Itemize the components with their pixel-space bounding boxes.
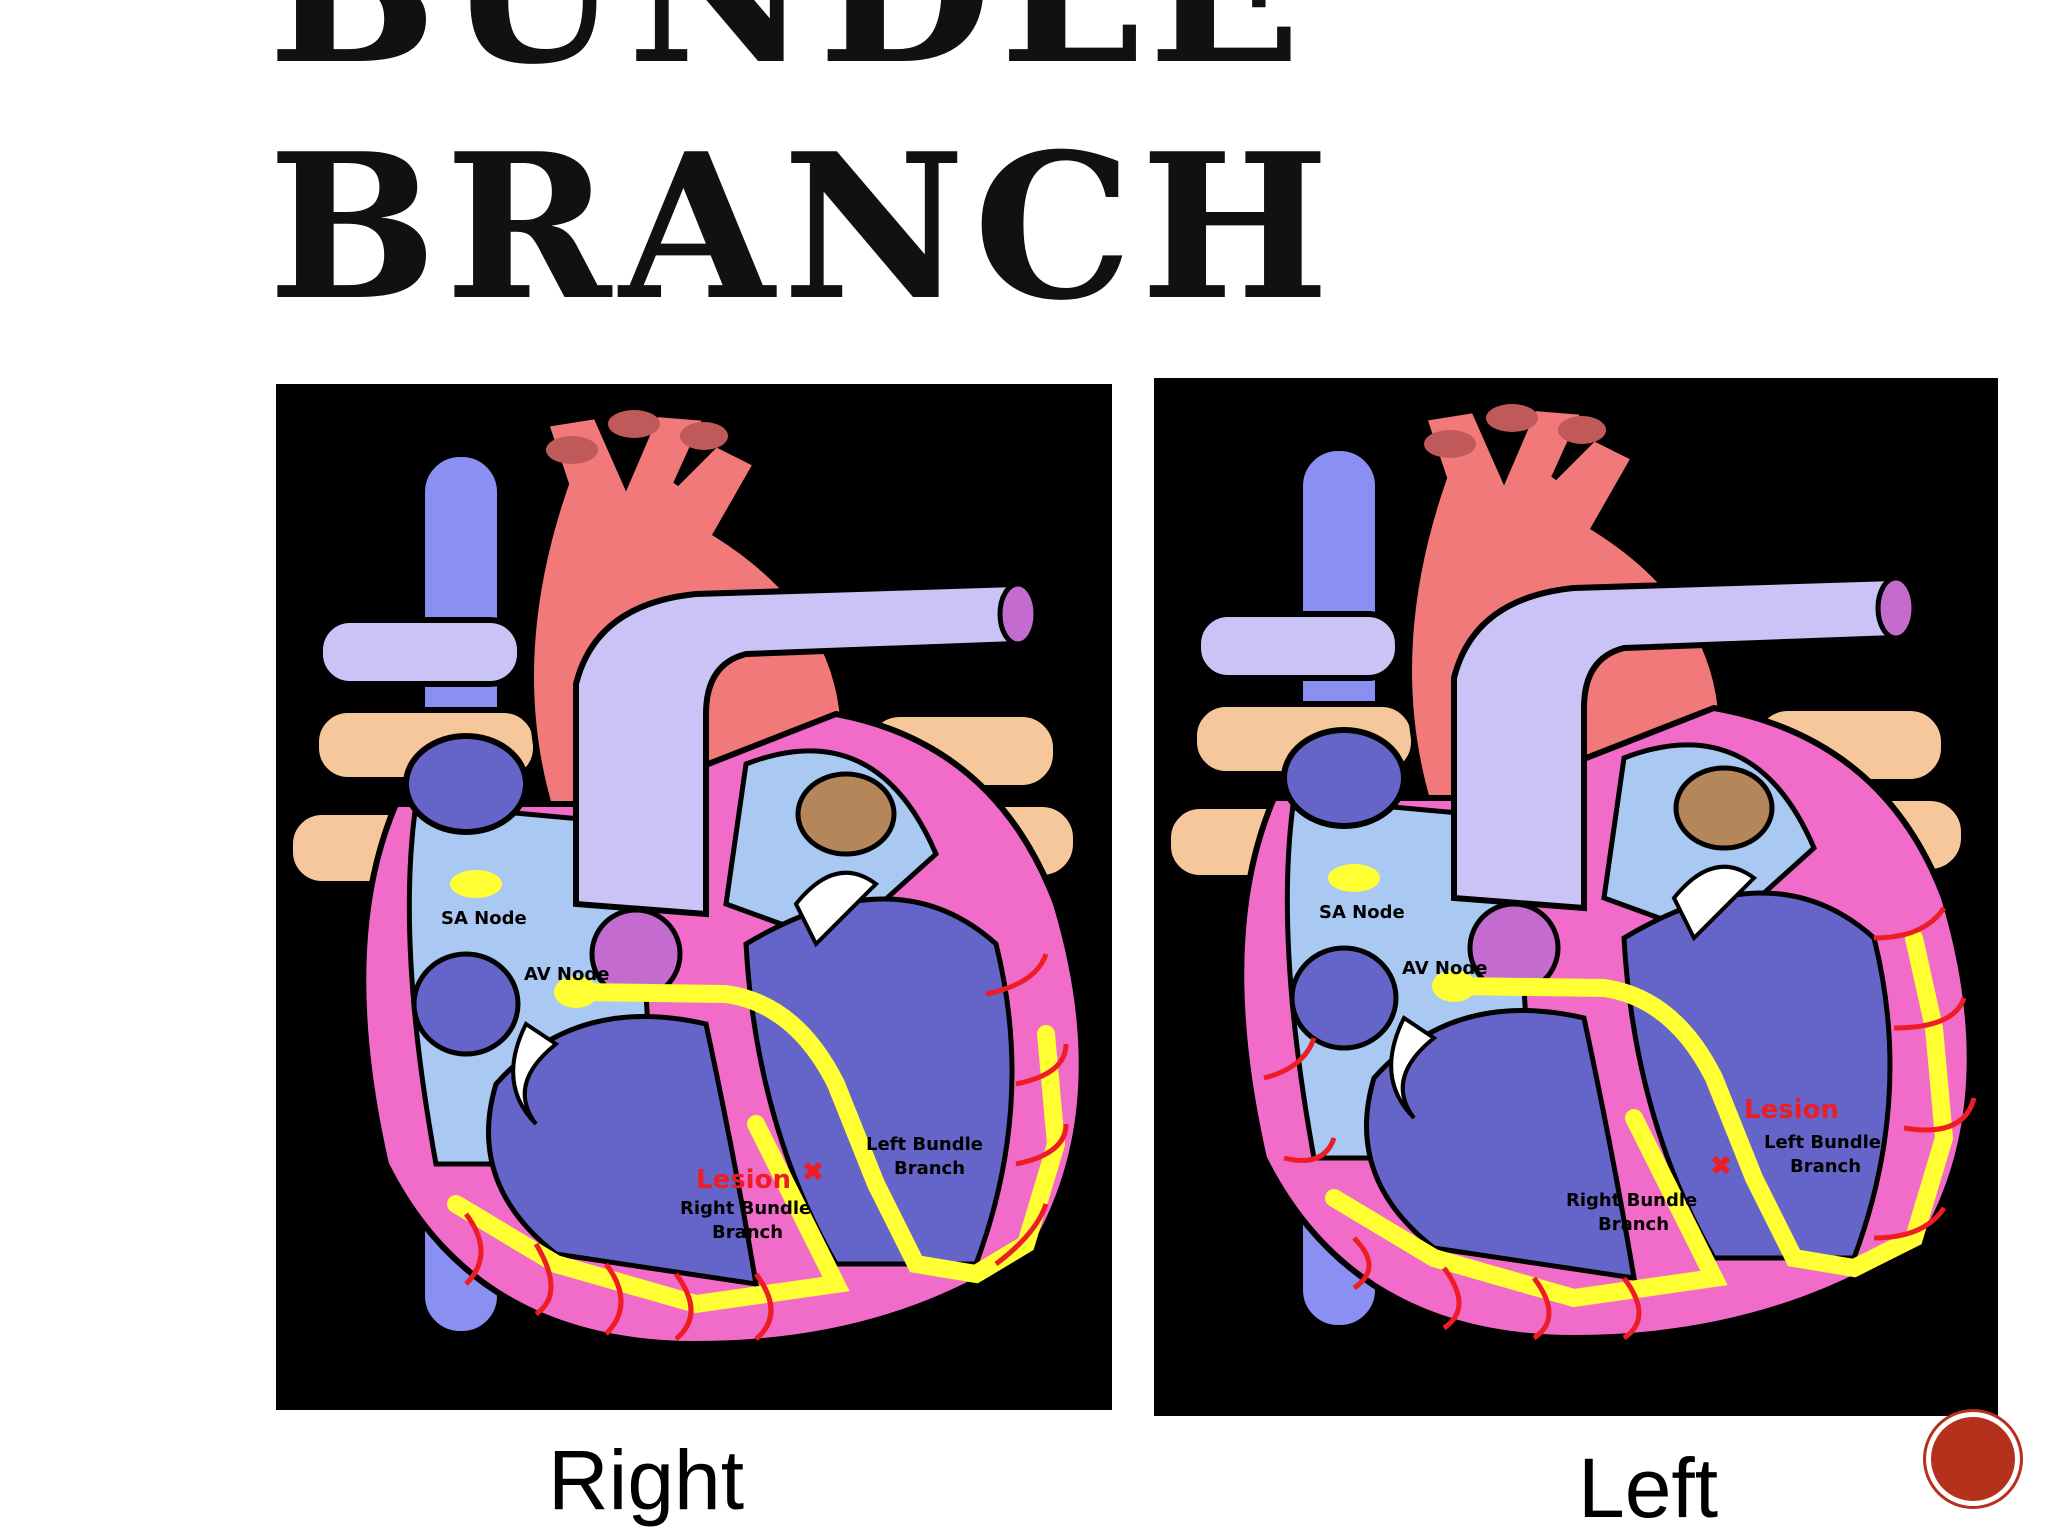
next-slide-button[interactable] xyxy=(1926,1412,2020,1506)
pulmonary-trunk-end xyxy=(1875,575,1917,641)
pulmonary-vein-opening xyxy=(1673,765,1775,851)
pulmonary-trunk xyxy=(573,580,1019,918)
av-node-label: AV Node xyxy=(524,964,609,985)
sa-node-label: SA Node xyxy=(1319,902,1405,923)
ivc-opening xyxy=(1289,945,1399,1051)
purkinje-fibers xyxy=(1263,906,1977,1341)
slide-title-line-2: BRANCH xyxy=(268,110,1338,345)
av-node-label: AV Node xyxy=(1402,958,1487,979)
tricuspid-valve xyxy=(1389,1015,1438,1120)
aorta-branch-2 xyxy=(608,410,660,438)
right-bundle-label-line-1: Right Bundle xyxy=(1566,1190,1697,1211)
sa-node-marker xyxy=(450,870,502,898)
pulmonary-vein-opening xyxy=(795,771,897,857)
sa-node-marker xyxy=(1328,864,1380,892)
right-bundle-path xyxy=(1325,1109,1728,1308)
pulmonary-artery-left xyxy=(317,617,523,687)
right-bundle-label-line-1: Right Bundle xyxy=(680,1198,811,1219)
aorta-branch-1 xyxy=(546,436,598,464)
tricuspid-valve xyxy=(511,1021,560,1126)
heart-illustration: SA Node AV Node Lesion Left Bundle Branc… xyxy=(1165,404,1977,1342)
right-ventricle xyxy=(486,1014,760,1287)
pulmonary-trunk xyxy=(1451,574,1897,912)
aorta-branch-3 xyxy=(680,422,728,450)
left-bundle-label-line-1: Left Bundle xyxy=(866,1134,983,1155)
aorta-branch-3 xyxy=(1558,416,1606,444)
left-bundle-path xyxy=(567,983,1066,1284)
heart-diagram-left-block: SA Node AV Node Lesion Left Bundle Branc… xyxy=(1154,378,1998,1416)
left-bundle-label-line-2: Branch xyxy=(1790,1156,1861,1177)
right-ventricle xyxy=(1364,1008,1638,1281)
right-bundle-label-line-2: Branch xyxy=(712,1222,783,1243)
pulmonary-artery-left xyxy=(1195,611,1401,681)
lesion-mark xyxy=(1711,1155,1731,1175)
lesion-mark xyxy=(803,1161,823,1181)
svc-opening xyxy=(403,733,529,835)
heart-diagram-right-block: SA Node AV Node Lesion Left Bundle Branc… xyxy=(276,384,1112,1410)
left-bundle-label-line-2: Branch xyxy=(894,1158,965,1179)
left-ventricle xyxy=(1621,890,1893,1261)
ivc-opening xyxy=(411,951,521,1057)
lesion-label: Lesion xyxy=(696,1165,791,1195)
mitral-valve xyxy=(793,870,880,948)
aorta-branch-2 xyxy=(1486,404,1538,432)
aorta-branch-1 xyxy=(1424,430,1476,458)
left-bundle-label-line-1: Left Bundle xyxy=(1764,1132,1881,1153)
slide-title-line-1: BUNDLE xyxy=(268,0,1309,92)
purkinje-fibers xyxy=(463,953,1069,1341)
svc-opening xyxy=(1281,727,1407,829)
left-bundle-path xyxy=(1445,929,1954,1278)
lesion-label: Lesion xyxy=(1744,1095,1839,1125)
right-bundle-label-line-2: Branch xyxy=(1598,1214,1669,1235)
sa-node-label: SA Node xyxy=(441,908,527,929)
mitral-valve xyxy=(1671,864,1758,942)
heart-illustration: SA Node AV Node Lesion Left Bundle Branc… xyxy=(287,410,1085,1348)
caption-left: Left xyxy=(1578,1441,1719,1535)
pulmonary-trunk-end xyxy=(997,581,1039,647)
caption-right: Right xyxy=(548,1433,745,1527)
